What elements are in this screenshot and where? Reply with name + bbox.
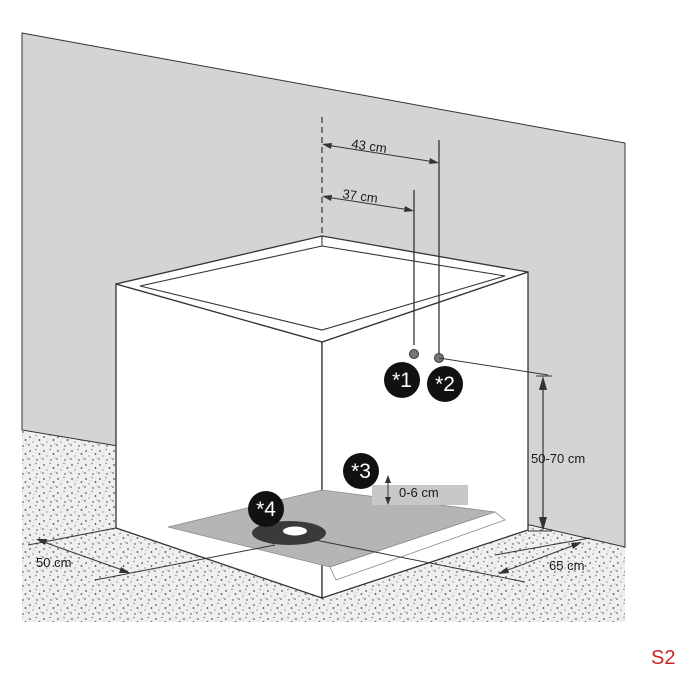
dim-height-arrow-top xyxy=(539,376,547,390)
marker-2: *2 xyxy=(427,366,463,402)
dim-37-label: 37 cm xyxy=(342,186,379,206)
marker-1-label: *1 xyxy=(392,369,412,392)
dim-37-arrow-left xyxy=(322,195,332,201)
dim-height-label: 50-70 cm xyxy=(531,451,585,466)
dim-right-depth-ext-b xyxy=(494,537,591,556)
figure-code: S2 xyxy=(651,647,675,669)
dim-37-line xyxy=(325,196,411,211)
dim-offset-arrow-top xyxy=(385,475,391,483)
marker-4-label: *4 xyxy=(256,498,276,521)
dim-43-arrow-right xyxy=(429,158,439,164)
marker-3-label: *3 xyxy=(351,460,371,483)
dim-height-arrow-bottom xyxy=(539,517,547,531)
dim-right-depth-line xyxy=(499,542,581,574)
dim-right-depth-ext-a xyxy=(299,536,526,583)
marker-1: *1 xyxy=(384,362,420,398)
dim-left-depth-ext-b xyxy=(94,544,276,581)
dim-left-depth-label: 50 cm xyxy=(36,555,71,570)
dim-right-depth-arrow-a xyxy=(498,567,509,574)
dim-left-depth-line xyxy=(37,539,129,573)
dim-43-label: 43 cm xyxy=(351,136,388,156)
offset-block xyxy=(372,485,468,505)
drain-hole xyxy=(283,526,307,536)
marker-2-label: *2 xyxy=(435,373,455,396)
dim-right-depth-arrow-b xyxy=(571,542,582,549)
dim-43-arrow-left xyxy=(322,143,332,149)
dim-43-line xyxy=(325,144,436,163)
dim-right-depth-label: 65 cm xyxy=(549,558,584,573)
marker-4: *4 xyxy=(248,491,284,527)
dim-offset-label: 0-6 cm xyxy=(399,485,439,500)
dim-offset-arrow-bottom xyxy=(385,497,391,505)
height-ref-line xyxy=(438,357,549,376)
dim-37-arrow-right xyxy=(404,206,414,212)
dim-left-depth-ext-a xyxy=(27,527,117,546)
connection-1-dot xyxy=(409,349,419,359)
marker-3: *3 xyxy=(343,453,379,489)
tray-edge xyxy=(329,511,506,581)
dim-left-depth-arrow-b xyxy=(119,567,130,573)
